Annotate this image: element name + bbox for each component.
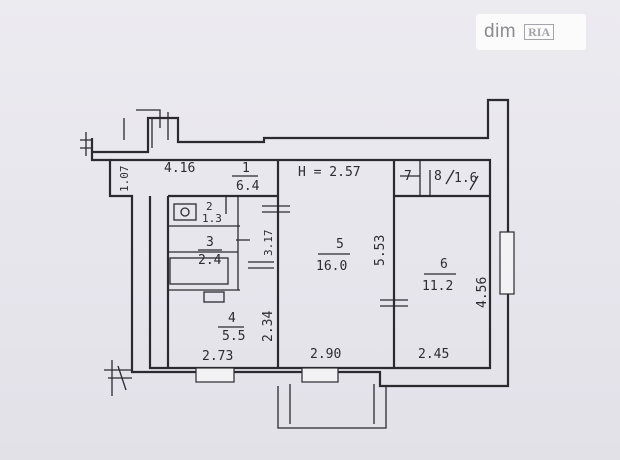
room-area-6: 11.2 xyxy=(422,279,453,294)
watermark-badge: RIA xyxy=(524,24,555,40)
sink-fixture xyxy=(173,203,197,221)
room-area-3: 2.4 xyxy=(198,253,222,268)
room-number-3: 3 xyxy=(206,235,214,250)
window-room6 xyxy=(499,231,515,295)
dimension-room1-height: 3.17 xyxy=(262,230,275,257)
balcony-inner xyxy=(289,384,375,424)
dimension-room6-depth: 4.56 xyxy=(475,277,490,308)
dimension-room5-width: 2.90 xyxy=(310,347,341,362)
window-kitchen xyxy=(195,367,235,383)
dimria-watermark-logo: dim RIA xyxy=(476,14,586,50)
bathtub-fixture xyxy=(169,257,229,285)
entry-marks xyxy=(104,360,132,396)
bathroom-walls xyxy=(168,160,421,291)
room-area-2: 1.3 xyxy=(202,212,222,225)
watermark-brand: dim xyxy=(484,21,517,42)
sink-bowl xyxy=(180,207,190,217)
door-marks xyxy=(236,170,479,307)
dimension-hall-length: 4.16 xyxy=(164,161,195,176)
ceiling-height-label: H = 2.57 xyxy=(298,165,361,180)
room-number-7: 7 xyxy=(404,169,412,184)
dimension-room6-width: 2.45 xyxy=(418,347,449,362)
room-area-8: 1.6 xyxy=(454,171,477,186)
room-number-5: 5 xyxy=(336,237,344,252)
stove-fixture xyxy=(203,291,225,303)
room-number-1: 1 xyxy=(242,161,250,176)
balcony xyxy=(277,386,387,429)
partition-hall xyxy=(166,160,490,368)
outer-wall xyxy=(90,98,510,388)
room-number-6: 6 xyxy=(440,257,448,272)
room-number-8: 8 xyxy=(434,169,442,184)
dimension-room5-depth: 5.53 xyxy=(373,235,388,266)
stair-lines xyxy=(80,109,169,156)
window-room5 xyxy=(301,367,339,383)
dimension-kitchen-width: 2.73 xyxy=(202,349,233,364)
room-area-1: 6.4 xyxy=(236,179,260,194)
dimension-kitchen-height: 2.34 xyxy=(261,311,276,342)
room-area-4: 5.5 xyxy=(222,329,245,344)
room-number-2: 2 xyxy=(206,200,213,213)
apartment-front-wall xyxy=(110,158,492,370)
room-number-4: 4 xyxy=(228,311,236,326)
room-area-5: 16.0 xyxy=(316,259,347,274)
dimension-top-left: 1.07 xyxy=(118,166,131,193)
